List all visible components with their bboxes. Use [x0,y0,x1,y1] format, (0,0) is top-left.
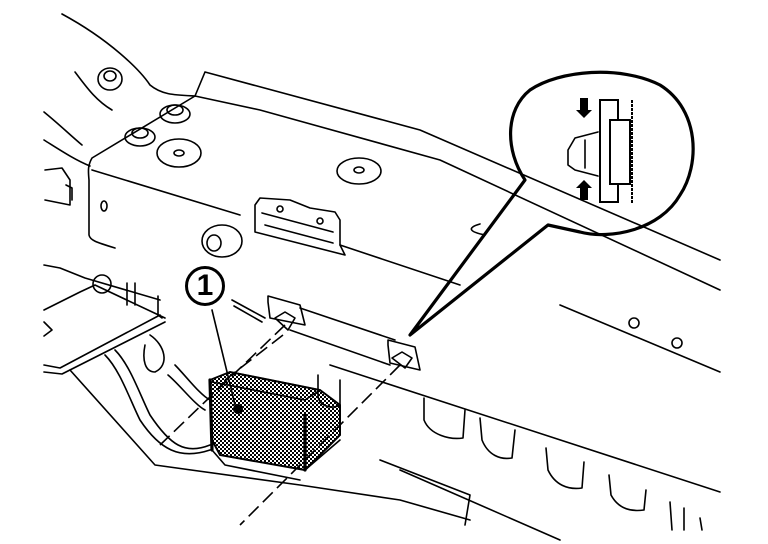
handle-bracket [254,197,346,256]
detail-magnifier [408,70,695,337]
callout-number: 1 [196,269,214,302]
install-guide-lines [159,324,401,526]
callout-leader [211,309,237,410]
control-unit [208,370,341,481]
clip-mounts [267,295,421,371]
callout-leader-hint [231,299,266,323]
callout-1: 1 [185,266,225,306]
clip-install-detail-icon [567,98,633,203]
left-structure [43,167,471,521]
u-slots [317,364,721,541]
upper-panel [43,13,721,373]
